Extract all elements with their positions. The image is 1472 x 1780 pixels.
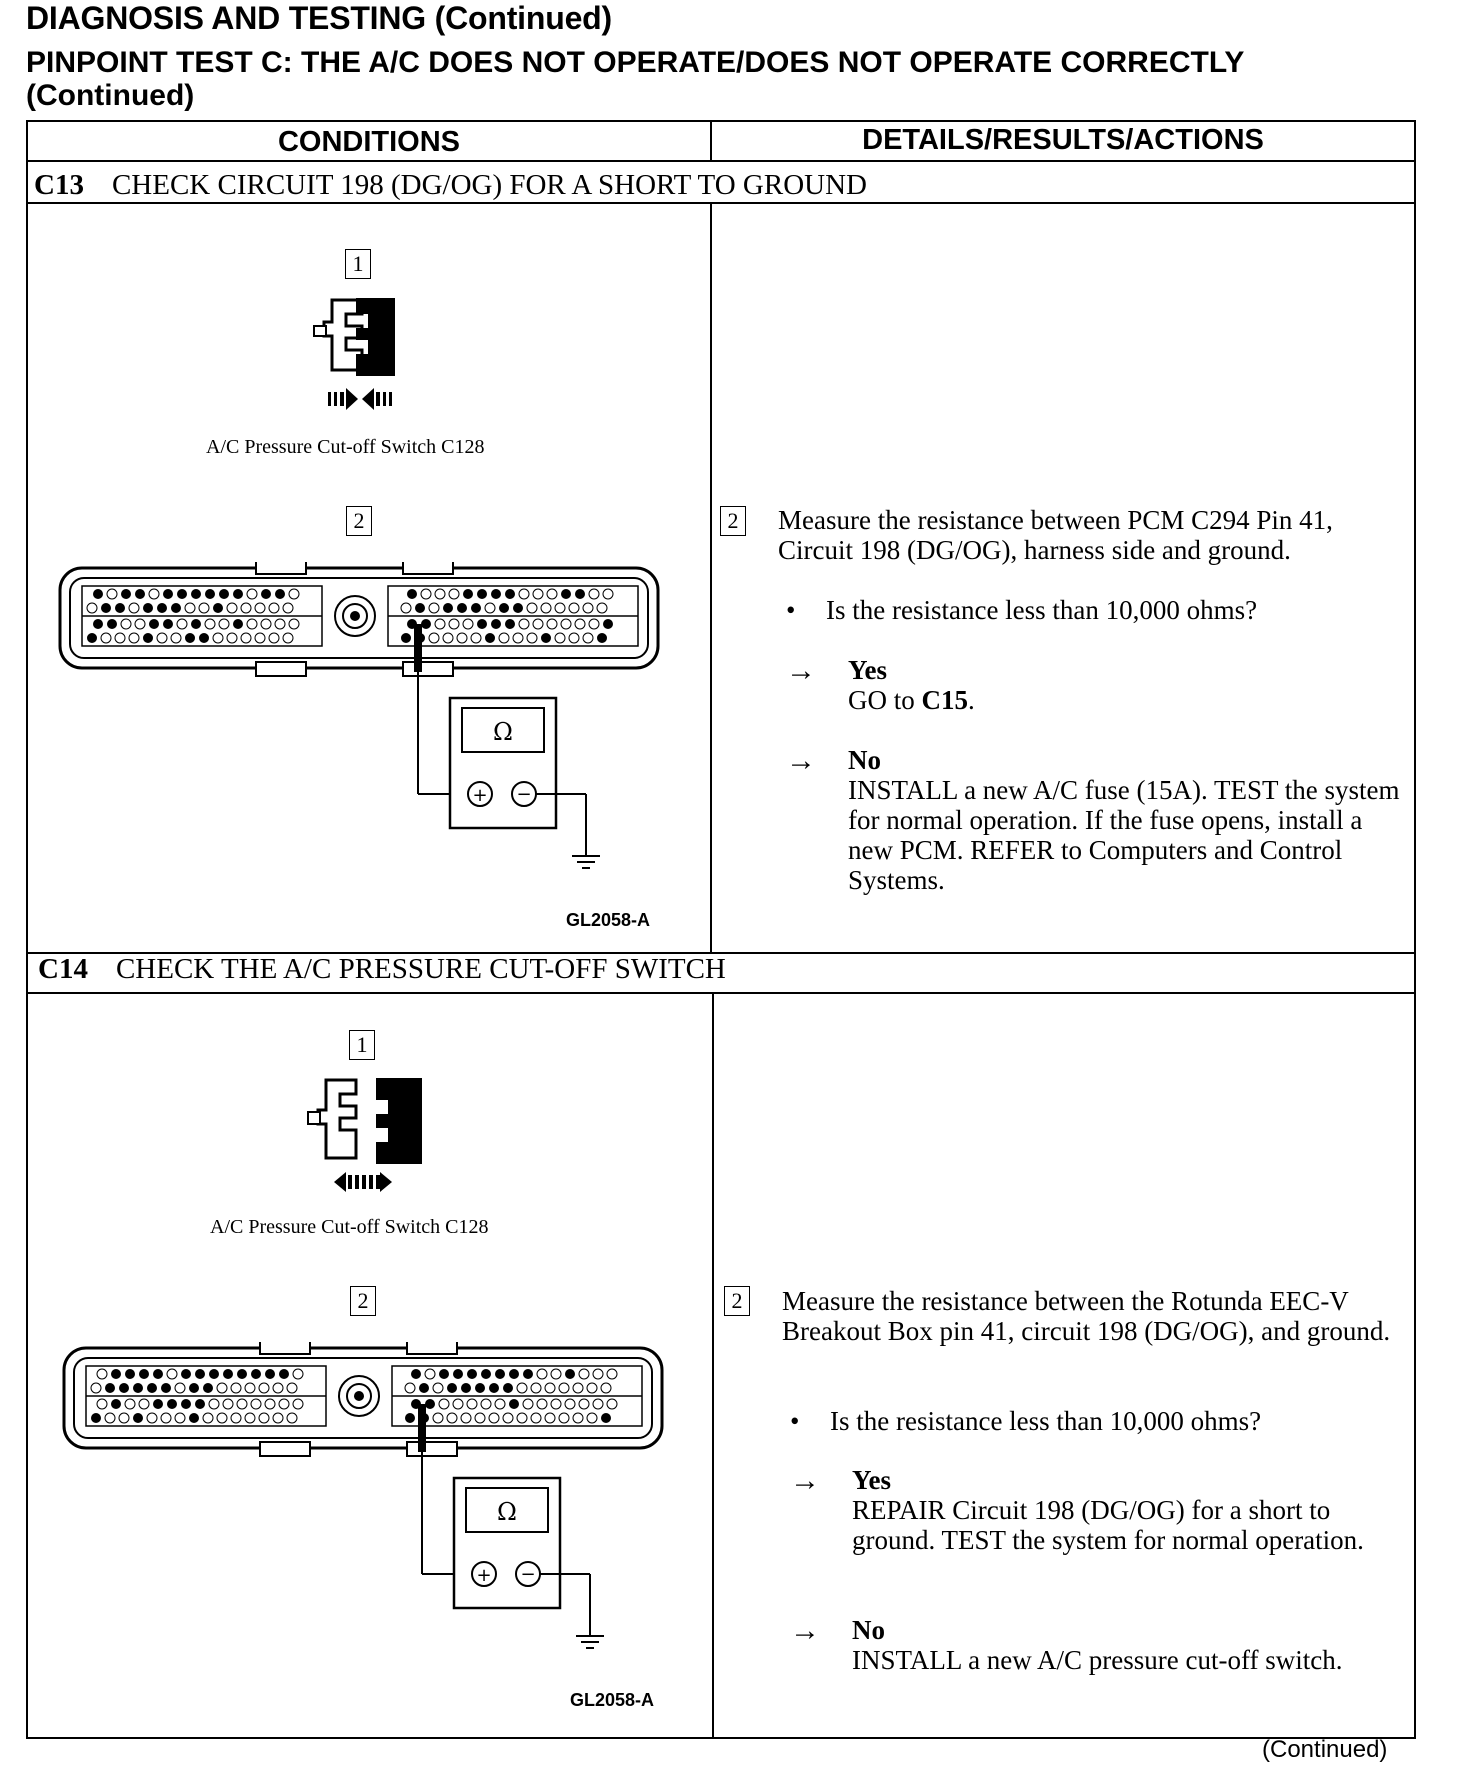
c14-action-text: Measure the resistance between the Rotun…	[782, 1286, 1391, 1346]
c13-connector-disconnected-icon	[313, 298, 395, 410]
step-title-text: CHECK THE A/C PRESSURE CUT-OFF SWITCH	[115, 953, 726, 985]
c13-meter-ohm-symbol: Ω	[493, 718, 513, 746]
bullet-dot: •	[786, 595, 796, 625]
step-id: C14	[38, 953, 88, 985]
c13-step1-caption: A/C Pressure Cut-off Switch C128	[206, 436, 485, 458]
details-header: DETAILS/RESULTS/ACTIONS	[862, 124, 1264, 156]
continued-footer: (Continued)	[1262, 1736, 1388, 1763]
c14-connector-separated-icon	[307, 1078, 422, 1192]
c14-step1-number: 1	[349, 1030, 375, 1060]
no-label: No	[848, 745, 881, 775]
c14-yes-result: Yes REPAIR Circuit 198 (DG/OG) for a sho…	[852, 1465, 1412, 1555]
c13-figure-id: GL2058-A	[566, 910, 651, 930]
pinpoint-test-title: PINPOINT TEST C: THE A/C DOES NOT OPERAT…	[26, 46, 1244, 112]
c14-no-result: No INSTALL a new A/C pressure cut-off sw…	[852, 1615, 1412, 1675]
step-c14-title: C14 CHECK THE A/C PRESSURE CUT-OFF SWITCH	[38, 953, 726, 986]
step-title-text: CHECK CIRCUIT 198 (DG/OG) FOR A SHORT TO…	[111, 169, 867, 201]
no-text: INSTALL a new A/C pressure cut-off switc…	[852, 1645, 1343, 1675]
c14-meter-ohm-symbol: Ω	[497, 1498, 517, 1526]
c13-action-number: 2	[720, 506, 746, 536]
c13-yes-result: Yes GO to C15.	[848, 655, 1408, 715]
page-title: DIAGNOSIS AND TESTING (Continued)	[26, 0, 612, 36]
c13-step1-number: 1	[345, 249, 371, 279]
no-label: No	[852, 1615, 885, 1645]
question-text: Is the resistance less than 10,000 ohms?	[826, 595, 1258, 625]
c13-pcm-connector-meter-diagram: Ω + −	[58, 562, 660, 869]
c14-figure-id: GL2058-A	[570, 1690, 655, 1710]
c13-yes-arrow-icon: →	[786, 654, 816, 687]
yes-label: Yes	[848, 655, 887, 685]
step-id: C13	[34, 169, 84, 201]
step-c13-title: C13 CHECK CIRCUIT 198 (DG/OG) FOR A SHORT…	[34, 169, 867, 202]
yes-text: GO to C15.	[848, 685, 975, 715]
svg-text:−: −	[516, 784, 531, 805]
conditions-header: CONDITIONS	[277, 126, 461, 158]
svg-text:+: +	[476, 1565, 491, 1586]
c13-action-text: Measure the resistance between PCM C294 …	[778, 505, 1333, 565]
c13-no-arrow-icon: →	[786, 744, 816, 777]
svg-text:+: +	[472, 785, 487, 806]
c14-step2-number: 2	[350, 1286, 376, 1316]
yes-label: Yes	[852, 1465, 891, 1495]
goto-ref: C15	[921, 685, 969, 715]
c13-step2-number: 2	[346, 506, 372, 536]
c13-no-result: No INSTALL a new A/C fuse (15A). TEST th…	[848, 745, 1408, 895]
c14-step1-caption: A/C Pressure Cut-off Switch C128	[210, 1216, 489, 1238]
c14-pcm-connector-meter-diagram: Ω + −	[62, 1342, 664, 1649]
c14-yes-arrow-icon: →	[790, 1464, 820, 1497]
bullet-dot: •	[790, 1406, 800, 1436]
c14-action-number: 2	[724, 1286, 750, 1316]
question-text: Is the resistance less than 10,000 ohms?	[830, 1406, 1262, 1436]
c14-no-arrow-icon: →	[790, 1614, 820, 1647]
yes-text: REPAIR Circuit 198 (DG/OG) for a short t…	[852, 1495, 1364, 1555]
no-text: INSTALL a new A/C fuse (15A). TEST the s…	[848, 775, 1400, 895]
svg-text:−: −	[520, 1564, 535, 1585]
test-table	[26, 120, 1416, 1739]
